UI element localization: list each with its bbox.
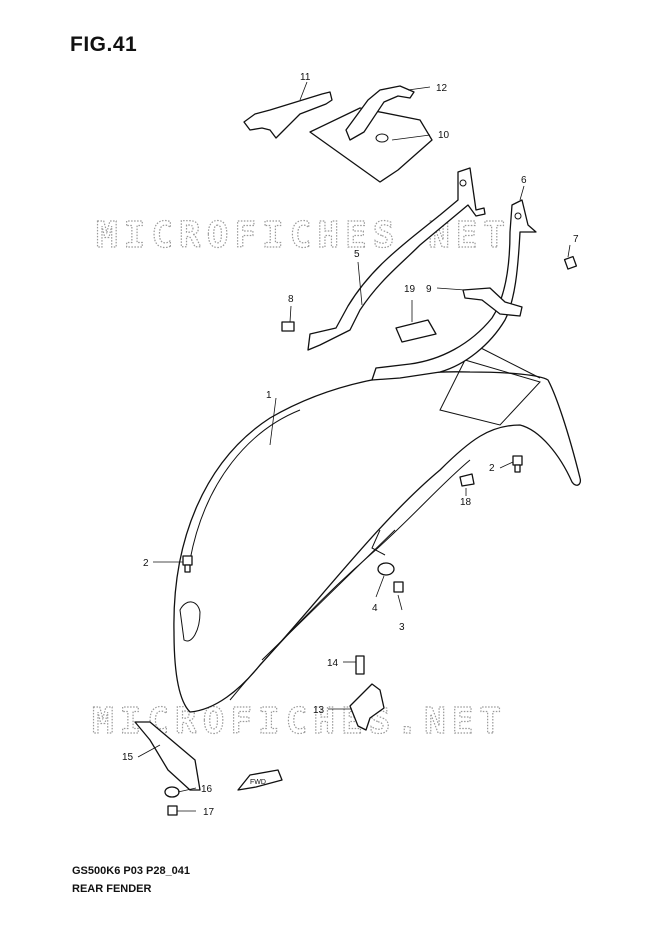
callout-6: 6: [521, 175, 527, 186]
forward-arrow: FWD: [237, 769, 283, 791]
bolt-washer-part[interactable]: [377, 562, 404, 593]
screw-part-left[interactable]: [281, 321, 295, 332]
callout-17: 17: [203, 807, 215, 818]
figure-title: FIG.41: [70, 33, 138, 56]
callout-3: 3: [399, 622, 405, 633]
callout-9: 9: [426, 284, 432, 295]
callout-numbers: 1 2 2 3 4 5 6 7 8 9 10 11 12 13 14 15 16…: [122, 72, 579, 818]
undertray-part[interactable]: [309, 107, 433, 183]
leader-lines: [137, 81, 571, 812]
pad-part[interactable]: [459, 473, 475, 487]
strap-part[interactable]: [345, 85, 415, 141]
callout-13: 13: [313, 705, 325, 716]
model-code: GS500K6 P03 P28_041: [72, 865, 191, 877]
bolt-part-lower[interactable]: [182, 555, 193, 573]
bracket-part[interactable]: [462, 287, 523, 317]
section-name: REAR FENDER: [72, 883, 152, 895]
callout-19: 19: [404, 284, 416, 295]
callout-10: 10: [438, 130, 450, 141]
fwd-label: FWD: [250, 779, 266, 786]
screw-part-right[interactable]: [563, 255, 578, 270]
bolt-part-upper[interactable]: [512, 455, 523, 473]
callout-11: 11: [300, 72, 311, 83]
lower-bracket-part[interactable]: [134, 721, 201, 816]
label-part[interactable]: [395, 319, 437, 343]
holder-part[interactable]: [243, 91, 333, 139]
callout-15: 15: [122, 752, 134, 763]
clamp-part[interactable]: [349, 655, 385, 731]
callout-18: 18: [460, 497, 472, 508]
callout-5: 5: [354, 249, 360, 260]
callout-8: 8: [288, 294, 294, 305]
callout-2-upper: 2: [489, 463, 495, 474]
callout-16: 16: [201, 784, 213, 795]
callout-2-lower: 2: [143, 558, 149, 569]
callout-1: 1: [266, 390, 272, 401]
callout-4: 4: [372, 603, 378, 614]
callout-7: 7: [573, 234, 579, 245]
rear-fender-part[interactable]: [173, 344, 582, 713]
callout-12: 12: [436, 83, 448, 94]
frame-bracket-left-part[interactable]: [307, 167, 486, 351]
callout-14: 14: [327, 658, 339, 669]
